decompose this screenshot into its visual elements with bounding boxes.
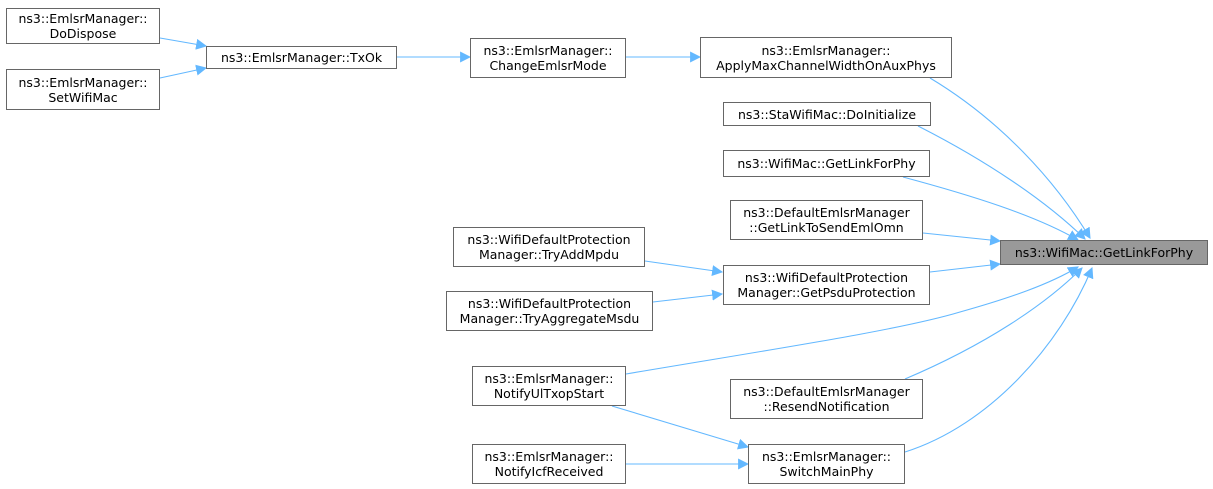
node-emlsrmanager-notifyicfreceived[interactable]: ns3::EmlsrManager:: NotifyIcfReceived <box>472 444 626 484</box>
node-label-line: ns3::StaWifiMac::DoInitialize <box>737 106 917 122</box>
node-wifimac-getlinkforphy[interactable]: ns3::WifiMac::GetLinkForPhy <box>723 150 930 177</box>
node-emlsrmanager-setwifimac[interactable]: ns3::EmlsrManager:: SetWifiMac <box>6 69 160 110</box>
node-label-line: ns3::EmlsrManager:: <box>18 74 148 90</box>
node-label-line: ns3::EmlsrManager:: <box>761 42 891 58</box>
node-label-line: ::ResendNotification <box>763 399 890 414</box>
node-label-line: ns3::EmlsrManager:: <box>761 449 891 464</box>
node-label-line: ::GetLinkToSendEmlOmn <box>749 220 904 235</box>
node-label-line: ChangeEmlsrMode <box>489 58 607 73</box>
edge-dodispose-txok <box>159 37 208 50</box>
edge-getlinkeml-focus <box>922 232 1002 246</box>
node-emlsrmanager-dodispose[interactable]: ns3::EmlsrManager:: DoDispose <box>6 8 160 44</box>
edge-notifyul-switchphy <box>611 405 750 450</box>
node-label-line: SwitchMainPhy <box>779 464 874 479</box>
node-emlsrmanager-txok[interactable]: ns3::EmlsrManager::TxOk <box>206 46 397 69</box>
node-label-line: ns3::EmlsrManager:: <box>484 449 614 464</box>
edge-tryaggmsdu-getpsdu <box>652 289 724 303</box>
node-label-line: ns3::EmlsrManager::TxOk <box>220 50 383 65</box>
edge-notifyul-focus <box>625 266 1079 375</box>
node-label-line: SetWifiMac <box>48 89 118 105</box>
node-label-line: NotifyIcfReceived <box>494 464 604 479</box>
edge-setwifimac-txok <box>159 64 208 79</box>
node-emlsrmanager-changeemlsrmode[interactable]: ns3::EmlsrManager:: ChangeEmlsrMode <box>470 38 626 78</box>
node-defaultemlsrmanager-getlinktosendemlomn[interactable]: ns3::DefaultEmlsrManager ::GetLinkToSend… <box>730 200 923 240</box>
edge-resend-focus <box>904 267 1083 380</box>
node-defaultemlsrmanager-resendnotification[interactable]: ns3::DefaultEmlsrManager ::ResendNotific… <box>730 379 923 419</box>
node-wifidefaultprotectionmanager-tryaddmpdu[interactable]: ns3::WifiDefaultProtection Manager::TryA… <box>453 227 645 267</box>
node-label-line: ns3::DefaultEmlsrManager <box>743 384 910 399</box>
node-label-line: ns3::DefaultEmlsrManager <box>743 205 910 220</box>
node-label-line: ns3::EmlsrManager:: <box>484 371 614 386</box>
node-emlsrmanager-notifyultxopstart[interactable]: ns3::EmlsrManager:: NotifyUlTxopStart <box>472 366 626 406</box>
node-label-line: ns3::WifiDefaultProtection <box>467 296 632 311</box>
node-label-line: ns3::WifiDefaultProtection <box>467 232 631 247</box>
node-label-line: Manager::TryAggregateMsdu <box>459 311 640 326</box>
node-label-line: ns3::EmlsrManager:: <box>483 43 613 58</box>
node-label-line: ns3::WifiMac::GetLinkForPhy <box>737 156 916 171</box>
node-label-line: ns3::WifiMac::GetLinkForPhy <box>1014 245 1194 260</box>
node-stawifimac-doinitialize[interactable]: ns3::StaWifiMac::DoInitialize <box>723 102 931 126</box>
edge-getpsdu-focus <box>929 259 1002 273</box>
node-label-line: Manager::TryAddMpdu <box>478 247 620 262</box>
edge-doinit-focus <box>917 125 1086 240</box>
node-emlsrmanager-switchmainphy[interactable]: ns3::EmlsrManager:: SwitchMainPhy <box>748 444 905 484</box>
node-label-line: ApplyMaxChannelWidthOnAuxPhys <box>716 57 936 73</box>
node-wifidefaultprotectionmanager-tryaggregatemsdu[interactable]: ns3::WifiDefaultProtection Manager::TryA… <box>446 291 653 331</box>
node-focus-wifimac-getlinkforphy: ns3::WifiMac::GetLinkForPhy <box>1000 240 1208 265</box>
node-label-line: Manager::GetPsduProtection <box>737 285 916 300</box>
edge-getlinkmac-focus <box>902 176 1079 241</box>
node-label-line: NotifyUlTxopStart <box>493 386 605 401</box>
edge-switchphy-focus <box>904 266 1094 453</box>
node-label-line: ns3::WifiDefaultProtection <box>744 270 909 285</box>
edge-tryaddmpdu-getpsdu <box>644 260 724 277</box>
node-label-line: ns3::EmlsrManager:: <box>18 11 148 26</box>
node-wifidefaultprotectionmanager-getpsduprotection[interactable]: ns3::WifiDefaultProtection Manager::GetP… <box>723 265 930 305</box>
node-emlsrmanager-applymaxchannelwidth[interactable]: ns3::EmlsrManager:: ApplyMaxChannelWidth… <box>700 37 952 78</box>
node-label-line: DoDispose <box>49 26 117 41</box>
edge-applywidth-focus <box>929 77 1091 239</box>
